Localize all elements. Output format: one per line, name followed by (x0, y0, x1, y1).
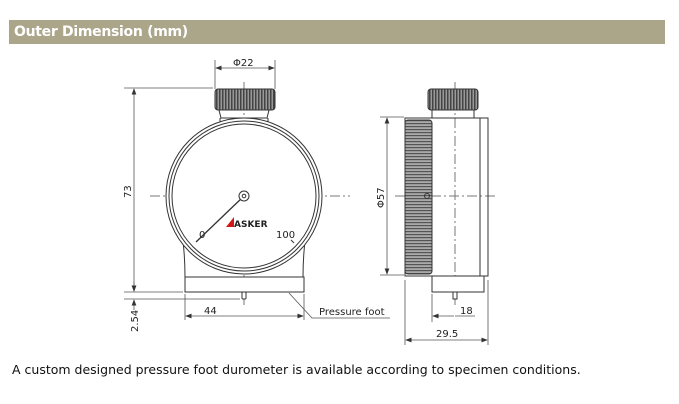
dim-dial-diameter: Φ57 (376, 187, 387, 208)
dim-side-width: 29.5 (436, 329, 458, 340)
side-view (395, 82, 495, 305)
dim-knob-diameter: Φ22 (233, 58, 254, 69)
asker-logo-icon (226, 217, 234, 227)
dim-height: 73 (123, 185, 134, 198)
dim-foot-length: 2.54 (130, 310, 141, 332)
dial-hundred: 100 (276, 230, 295, 241)
pressure-foot-pin (241, 291, 247, 300)
dimensions-front (124, 60, 390, 320)
brand-logo: ASKER (234, 220, 268, 230)
section-header: Outer Dimension (mm) (9, 20, 665, 44)
needle (195, 195, 245, 243)
dim-base-width: 44 (204, 306, 217, 317)
pressure-foot-label: Pressure foot (319, 307, 385, 318)
dim-side-base: 18 (460, 306, 473, 317)
custom-foot-note: A custom designed pressure foot duromete… (12, 362, 581, 377)
dial-zero: 0 (199, 230, 205, 241)
front-view (150, 82, 350, 305)
dimensions-side (380, 116, 489, 345)
knob (214, 88, 276, 111)
